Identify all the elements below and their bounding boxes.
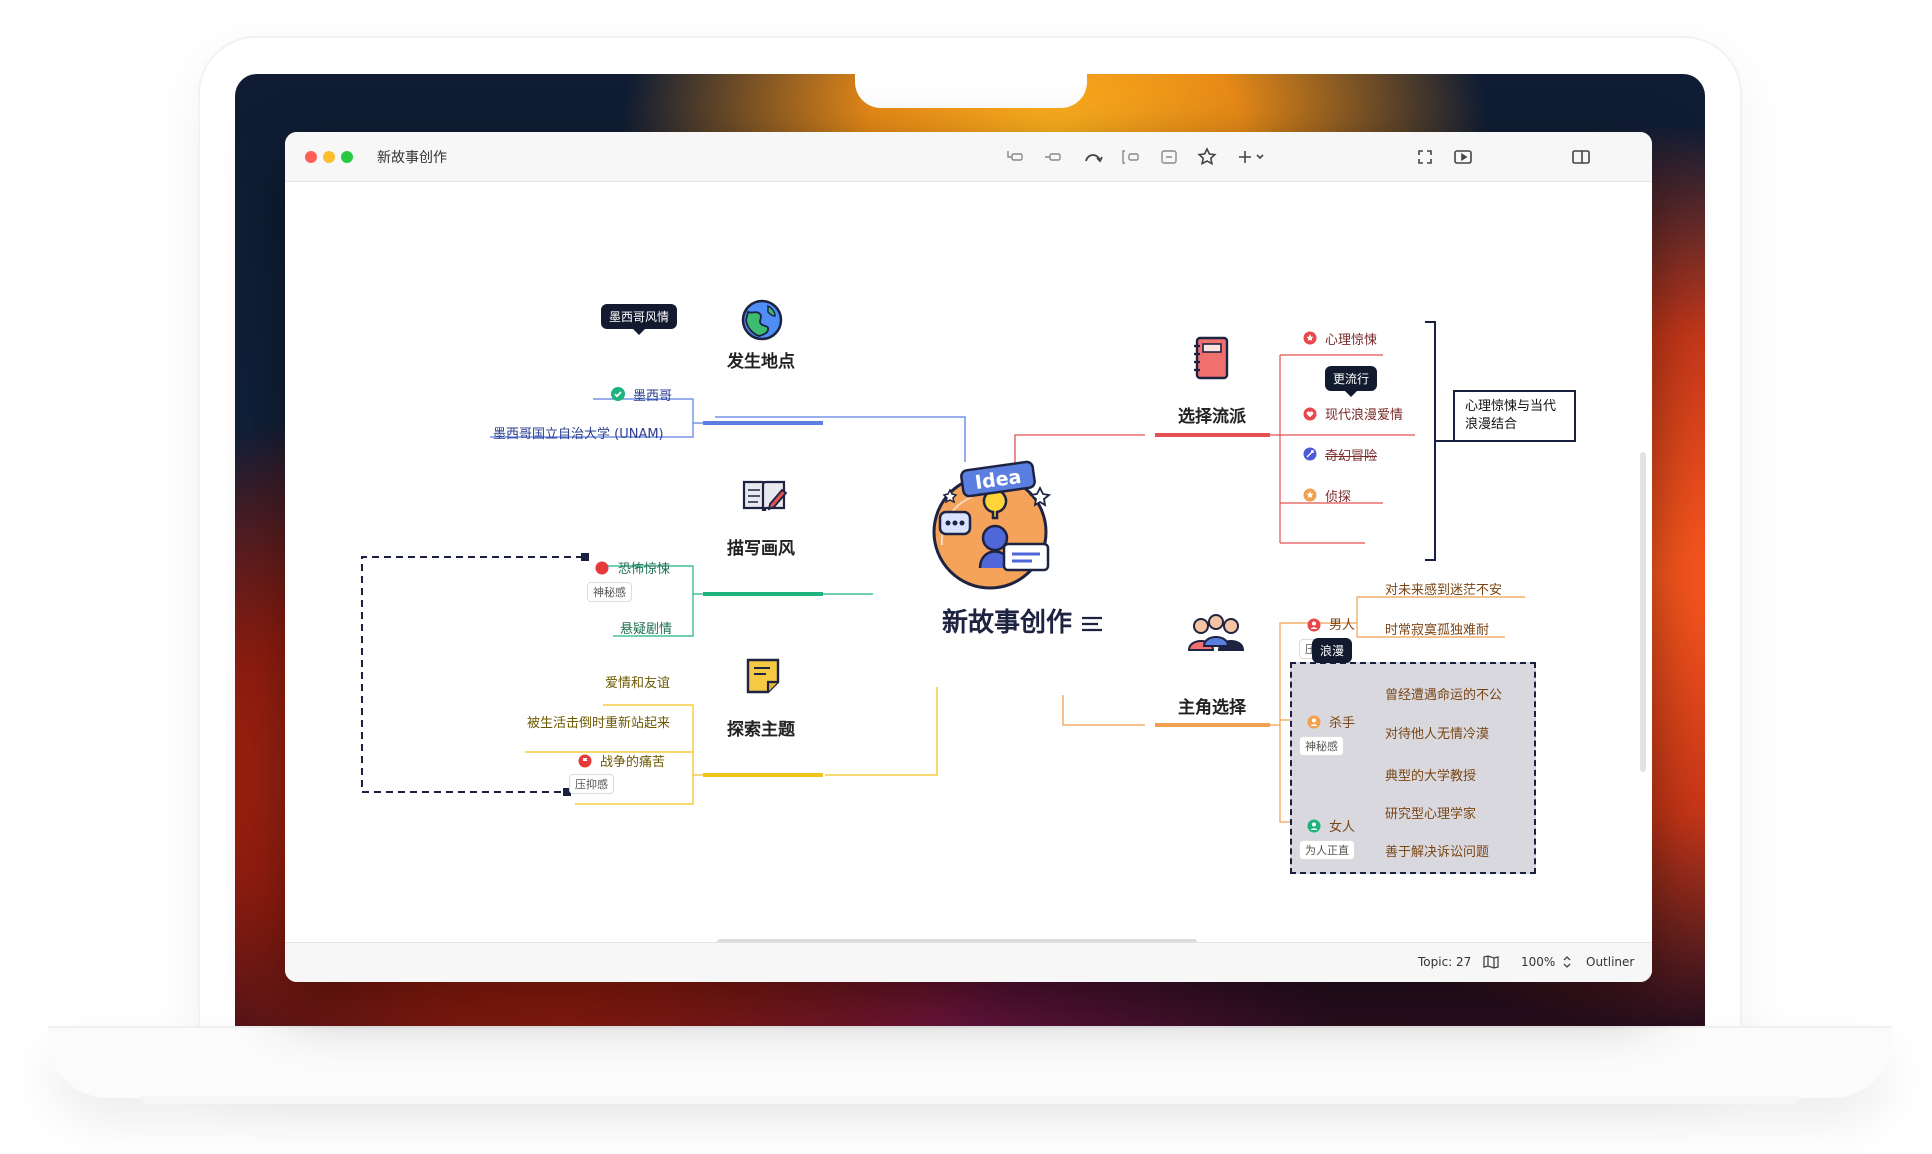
flag-marker-icon <box>578 753 592 768</box>
add-insert-menu-icon[interactable] <box>1235 145 1271 169</box>
check-marker-icon <box>611 386 625 401</box>
character-woman-label[interactable]: 女人 <box>1329 820 1356 835</box>
camera-notch <box>855 74 1087 108</box>
connector-theme <box>825 687 938 776</box>
title-bar: 新故事创作 <box>285 132 1652 182</box>
mind-map-canvas[interactable]: Idea 新故事创作 发生地点 墨西哥风情 墨西哥 墨西哥国立自治大学 (UNA… <box>285 182 1652 942</box>
fullscreen-icon[interactable] <box>1413 145 1437 169</box>
zoom-stepper-icon[interactable] <box>1562 955 1572 969</box>
close-window-button[interactable] <box>305 151 317 163</box>
relationship-dashed-line <box>361 556 583 793</box>
boundary-box[interactable] <box>1290 662 1536 874</box>
genre-item-psych-thriller[interactable]: 心理惊悚 <box>1325 333 1378 348</box>
connector-location-items <box>490 398 703 438</box>
killer-marker-icon <box>1307 714 1321 729</box>
connector-genre-items <box>1270 354 1415 544</box>
branch-style-title[interactable]: 描写画风 <box>727 539 795 559</box>
location-item-mexico[interactable]: 墨西哥 <box>633 389 673 404</box>
red-dot-marker-icon <box>595 560 609 575</box>
central-topic-title[interactable]: 新故事创作 <box>942 608 1073 638</box>
globe-icon <box>741 299 783 341</box>
branch-theme-title[interactable]: 探索主题 <box>727 720 795 740</box>
presentation-play-icon[interactable] <box>1451 145 1475 169</box>
central-idea-illustration: Idea <box>932 460 1052 590</box>
genre-marker-detective-icon <box>1303 487 1317 502</box>
location-item-unam[interactable]: 墨西哥国立自治大学 (UNAM) <box>493 427 664 442</box>
character-man-label[interactable]: 男人 <box>1329 618 1356 633</box>
laptop-base <box>48 1026 1892 1098</box>
connector-genre <box>1014 434 1145 467</box>
laptop-foot <box>140 1096 1800 1104</box>
star-icon[interactable] <box>1195 145 1219 169</box>
connector-style-items <box>598 565 703 637</box>
theme-badge-oppression[interactable]: 压抑感 <box>569 774 614 794</box>
connector-location <box>715 416 966 462</box>
person-marker-icon <box>1307 617 1321 632</box>
character-killer-label[interactable]: 杀手 <box>1329 716 1356 731</box>
connector-man-items <box>1345 596 1525 638</box>
window-title: 新故事创作 <box>377 150 447 166</box>
relationship-end-handle <box>581 553 589 561</box>
boundary-icon[interactable] <box>1119 145 1143 169</box>
style-item-horror[interactable]: 恐怖惊悚 <box>618 562 671 577</box>
map-view-icon[interactable] <box>1483 955 1499 969</box>
character-woman-badge[interactable]: 为人正直 <box>1299 840 1355 860</box>
genre-summary-box[interactable]: 心理惊悚与当代浪漫结合 <box>1453 390 1576 442</box>
genre-item-fantasy-adventure[interactable]: 奇幻冒险 <box>1325 449 1378 464</box>
branch-location-title[interactable]: 发生地点 <box>727 352 795 372</box>
connector-theme-items <box>525 704 703 805</box>
zoom-level[interactable]: 100% <box>1521 955 1556 969</box>
insert-sibling-topic-icon[interactable] <box>1041 145 1065 169</box>
character-callout[interactable]: 浪漫 <box>1312 638 1353 663</box>
status-bar: Topic: 27 100% Outliner <box>285 942 1652 982</box>
theme-item-rise-again[interactable]: 被生活击倒时重新站起来 <box>527 716 671 731</box>
topic-notes-icon[interactable] <box>1080 614 1104 634</box>
genre-marker-star-icon <box>1303 330 1317 345</box>
connector-character <box>1062 695 1145 726</box>
location-callout[interactable]: 墨西哥风情 <box>601 304 678 335</box>
woman-item-professor[interactable]: 典型的大学教授 <box>1385 769 1477 784</box>
zoom-window-button[interactable] <box>341 151 353 163</box>
genre-marker-heart-icon <box>1303 406 1317 421</box>
topic-count: Topic: 27 <box>1418 955 1472 969</box>
vertical-scrollbar[interactable] <box>1640 452 1646 772</box>
minimize-window-button[interactable] <box>323 151 335 163</box>
people-group-icon <box>1187 614 1245 651</box>
notebook-icon <box>1194 336 1229 380</box>
app-window: 新故事创作 <box>285 132 1652 982</box>
genre-callout[interactable]: 更流行 <box>1325 366 1378 397</box>
woman-marker-icon <box>1307 818 1321 833</box>
insert-parent-topic-icon[interactable] <box>1003 145 1027 169</box>
killer-item-cold[interactable]: 对待他人无情冷漠 <box>1385 727 1490 742</box>
summary-bracket <box>1425 321 1453 561</box>
branch-genre-title[interactable]: 选择流派 <box>1178 407 1246 427</box>
genre-item-modern-romance[interactable]: 现代浪漫爱情 <box>1325 408 1404 423</box>
style-item-suspense[interactable]: 悬疑剧情 <box>620 622 673 637</box>
woman-item-litigation[interactable]: 善于解决诉讼问题 <box>1385 845 1490 860</box>
theme-item-war-pain[interactable]: 战争的痛苦 <box>600 755 666 770</box>
character-killer-badge[interactable]: 神秘感 <box>1299 736 1344 756</box>
genre-item-detective[interactable]: 侦探 <box>1325 490 1352 505</box>
style-badge-mystery[interactable]: 神秘感 <box>587 582 632 602</box>
man-item-lonely[interactable]: 时常寂寞孤独难耐 <box>1385 623 1490 638</box>
sticky-note-icon <box>746 658 780 694</box>
book-illustration-icon <box>742 480 788 512</box>
relationship-curve-icon[interactable] <box>1081 145 1105 169</box>
man-item-lost[interactable]: 对未来感到迷茫不安 <box>1385 583 1503 598</box>
branch-character-title[interactable]: 主角选择 <box>1178 698 1246 718</box>
summary-icon[interactable] <box>1157 145 1181 169</box>
theme-item-love-friendship[interactable]: 爱情和友谊 <box>605 676 671 691</box>
relationship-start-handle <box>563 788 571 796</box>
outliner-button[interactable]: Outliner <box>1586 955 1635 969</box>
sidebar-toggle-icon[interactable] <box>1569 145 1593 169</box>
killer-item-injustice[interactable]: 曾经遭遇命运的不公 <box>1385 688 1503 703</box>
woman-item-psychologist[interactable]: 研究型心理学家 <box>1385 807 1477 822</box>
genre-marker-magic-icon <box>1303 446 1317 461</box>
